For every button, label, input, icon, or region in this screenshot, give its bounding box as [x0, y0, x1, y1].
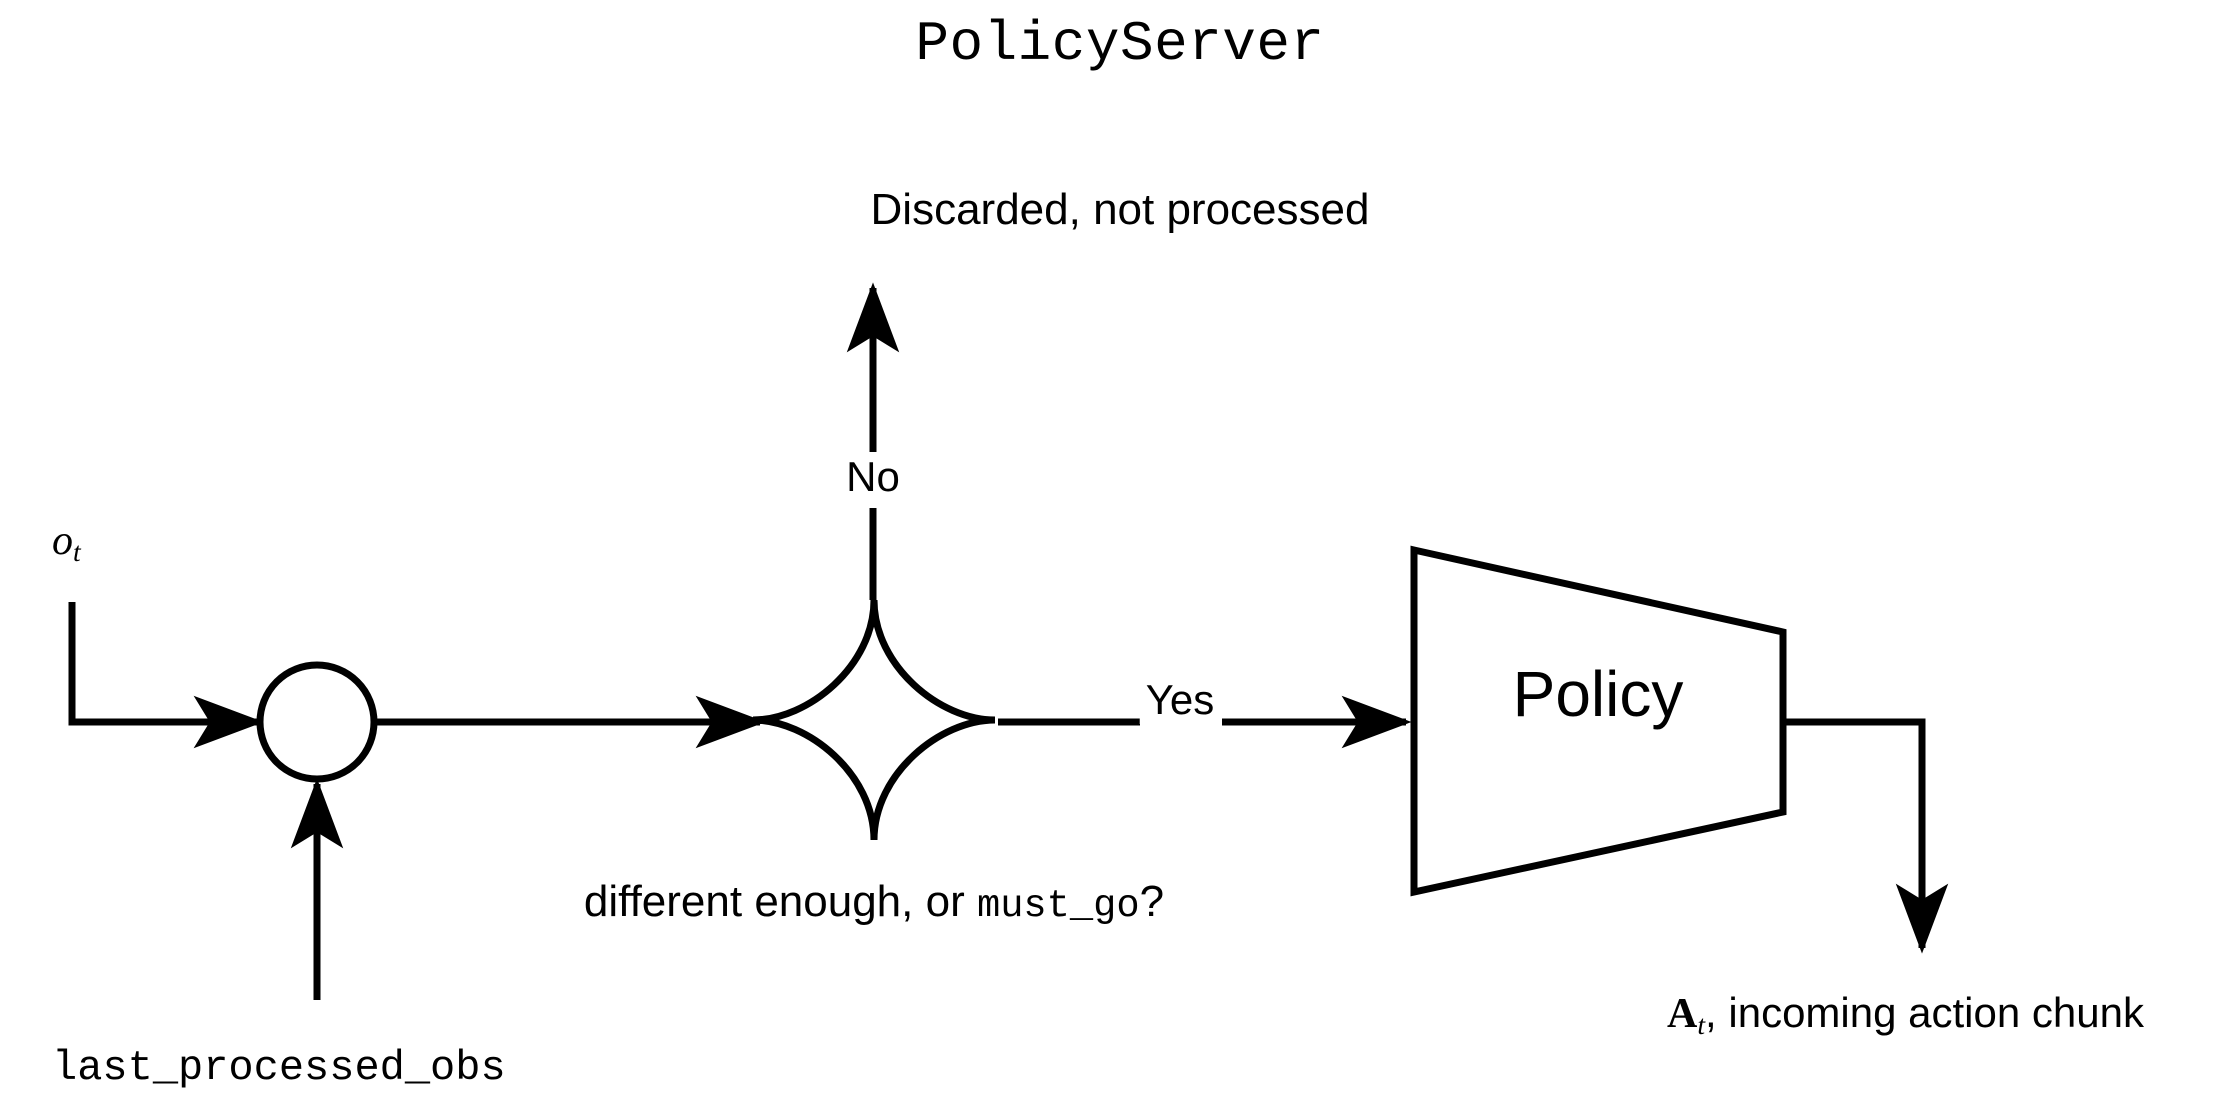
action-description: , incoming action chunk: [1705, 989, 2144, 1036]
edge-label-no: No: [837, 452, 909, 502]
action-subscript: t: [1697, 1009, 1706, 1041]
edge-policy-to-action: [1783, 718, 1949, 954]
edge-label-yes: Yes: [1139, 676, 1221, 724]
decision-star-shape: [752, 599, 996, 841]
decision-label-suffix: ?: [1139, 877, 1165, 926]
edge-observation-to-junction: [68, 602, 264, 749]
policy-block-label: Policy: [1512, 658, 1684, 730]
decision-question-label: different enough, or must_go?: [584, 880, 1164, 926]
decision-label-code: must_go: [976, 884, 1140, 928]
observation-symbol: o: [52, 518, 73, 564]
policy-block-shape: [1410, 545, 1787, 897]
merge-junction-circle: [256, 661, 378, 783]
last-processed-obs-label: last_processed_obs: [52, 1044, 506, 1092]
observation-input-label: ot: [52, 520, 81, 566]
action-chunk-label: At, incoming action chunk: [1667, 992, 2144, 1039]
discarded-label: Discarded, not processed: [870, 185, 1370, 234]
action-symbol: A: [1667, 991, 1698, 1037]
decision-label-prefix: different enough, or: [583, 877, 977, 926]
observation-subscript: t: [73, 536, 81, 568]
page-title: PolicyServer: [915, 12, 1325, 76]
